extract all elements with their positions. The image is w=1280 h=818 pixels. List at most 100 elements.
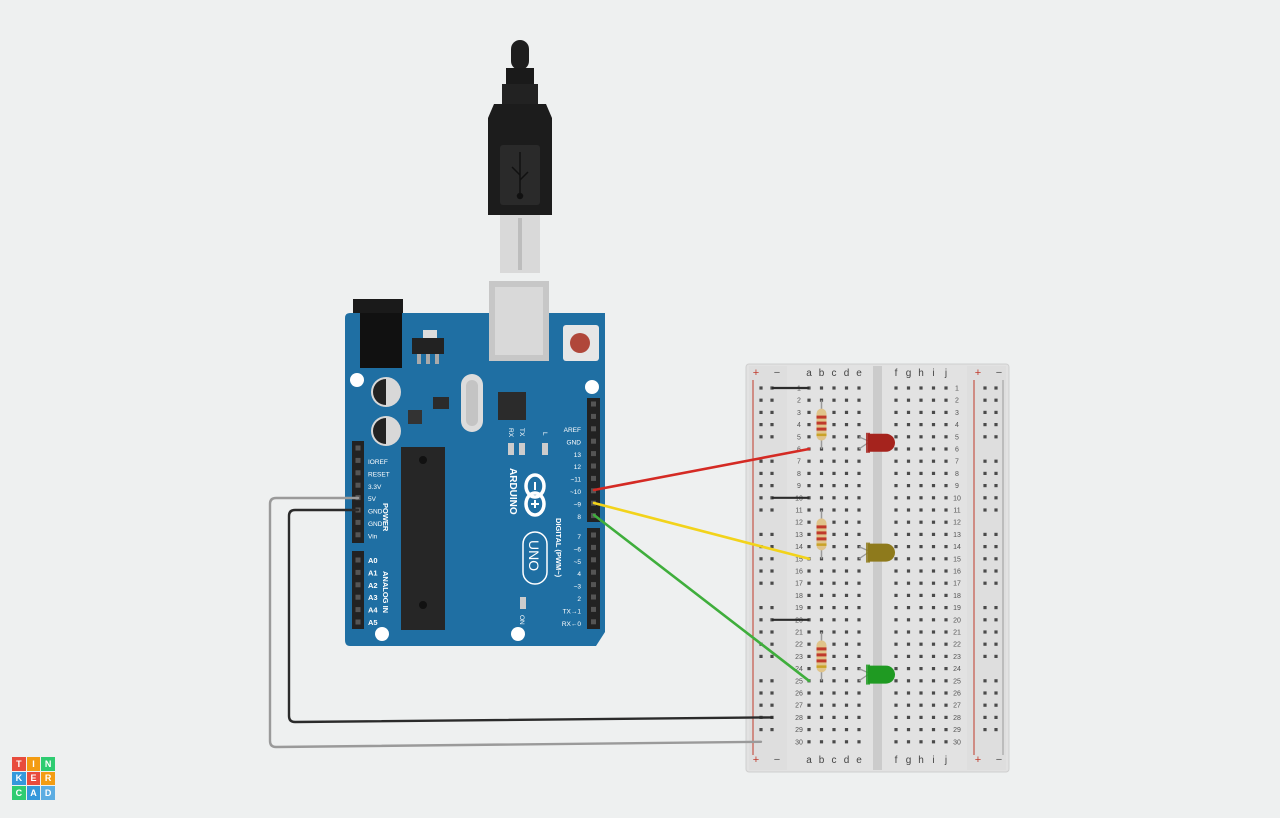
breadboard-hole[interactable]: [844, 667, 849, 671]
breadboard-hole[interactable]: [931, 630, 936, 634]
breadboard-hole[interactable]: [819, 386, 824, 390]
breadboard-hole[interactable]: [906, 484, 911, 488]
breadboard-hole[interactable]: [944, 496, 948, 500]
rail-hole[interactable]: [759, 471, 763, 475]
breadboard-hole[interactable]: [832, 618, 836, 622]
breadboard-hole[interactable]: [844, 557, 849, 561]
breadboard-hole[interactable]: [857, 569, 861, 573]
breadboard-hole[interactable]: [819, 679, 824, 683]
breadboard-hole[interactable]: [944, 386, 948, 390]
wire-gray[interactable]: [268, 496, 763, 749]
breadboard-hole[interactable]: [944, 459, 948, 463]
breadboard-hole[interactable]: [944, 654, 948, 658]
breadboard-hole[interactable]: [931, 606, 936, 610]
wire-black[interactable]: [287, 508, 774, 724]
rail-hole[interactable]: [770, 471, 774, 475]
rail-hole[interactable]: [759, 569, 763, 573]
breadboard-hole[interactable]: [857, 496, 861, 500]
rail-hole[interactable]: [770, 654, 774, 658]
resistor[interactable]: [816, 632, 827, 681]
rail-hole[interactable]: [983, 642, 987, 646]
rail-hole[interactable]: [770, 642, 774, 646]
breadboard-hole[interactable]: [944, 484, 948, 488]
breadboard-hole[interactable]: [844, 691, 849, 695]
breadboard-hole[interactable]: [931, 679, 936, 683]
breadboard-hole[interactable]: [906, 496, 911, 500]
breadboard-hole[interactable]: [944, 679, 948, 683]
breadboard-hole[interactable]: [832, 740, 836, 744]
breadboard-hole[interactable]: [844, 520, 849, 524]
breadboard-hole[interactable]: [844, 715, 849, 719]
rail-hole[interactable]: [983, 557, 987, 561]
breadboard-hole[interactable]: [807, 520, 811, 524]
breadboard-hole[interactable]: [857, 606, 861, 610]
resistor[interactable]: [816, 400, 827, 449]
breadboard-hole[interactable]: [931, 410, 936, 414]
breadboard-hole[interactable]: [844, 581, 849, 585]
breadboard-hole[interactable]: [931, 496, 936, 500]
breadboard-hole[interactable]: [894, 679, 898, 683]
breadboard-hole[interactable]: [844, 410, 849, 414]
rail-hole[interactable]: [994, 508, 998, 512]
breadboard-hole[interactable]: [919, 618, 923, 622]
breadboard-hole[interactable]: [944, 630, 948, 634]
rail-hole[interactable]: [994, 642, 998, 646]
breadboard-hole[interactable]: [894, 569, 898, 573]
breadboard[interactable]: abcdefghij+−+−abcdefghij+−+−112233445566…: [745, 363, 1010, 773]
breadboard-hole[interactable]: [894, 398, 898, 402]
rail-hole[interactable]: [983, 654, 987, 658]
breadboard-hole[interactable]: [931, 618, 936, 622]
rail-hole[interactable]: [983, 715, 987, 719]
breadboard-hole[interactable]: [807, 410, 811, 414]
breadboard-hole[interactable]: [857, 593, 861, 597]
rail-hole[interactable]: [983, 386, 987, 390]
breadboard-hole[interactable]: [857, 703, 861, 707]
header-pin[interactable]: [355, 594, 361, 600]
rail-hole[interactable]: [983, 703, 987, 707]
breadboard-hole[interactable]: [919, 484, 923, 488]
rail-hole[interactable]: [983, 398, 987, 402]
breadboard-hole[interactable]: [832, 484, 836, 488]
breadboard-hole[interactable]: [857, 642, 861, 646]
breadboard-hole[interactable]: [807, 593, 811, 597]
breadboard-hole[interactable]: [807, 728, 811, 732]
breadboard-hole[interactable]: [832, 569, 836, 573]
breadboard-hole[interactable]: [844, 728, 849, 732]
rail-hole[interactable]: [994, 484, 998, 488]
breadboard-hole[interactable]: [857, 728, 861, 732]
breadboard-hole[interactable]: [894, 703, 898, 707]
rail-hole[interactable]: [994, 435, 998, 439]
rail-hole[interactable]: [983, 484, 987, 488]
breadboard-hole[interactable]: [931, 557, 936, 561]
breadboard-hole[interactable]: [807, 484, 811, 488]
rail-hole[interactable]: [759, 459, 763, 463]
header-pin[interactable]: [355, 557, 361, 563]
header-pin[interactable]: [591, 544, 596, 550]
rail-hole[interactable]: [770, 606, 774, 610]
breadboard-hole[interactable]: [906, 459, 911, 463]
breadboard-hole[interactable]: [906, 630, 911, 634]
arduino-uno-board[interactable]: ARDUINO UNO POWER ANALOG IN DIGITAL (PWM…: [345, 281, 605, 646]
breadboard-hole[interactable]: [857, 654, 861, 658]
led-yellow[interactable]: [858, 542, 895, 563]
breadboard-hole[interactable]: [894, 484, 898, 488]
rail-hole[interactable]: [759, 703, 763, 707]
header-pin[interactable]: [355, 482, 361, 488]
rail-hole[interactable]: [770, 545, 774, 549]
wire-red[interactable]: [592, 447, 811, 492]
rail-hole[interactable]: [759, 618, 763, 622]
breadboard-hole[interactable]: [894, 545, 898, 549]
breadboard-hole[interactable]: [919, 593, 923, 597]
breadboard-hole[interactable]: [819, 740, 824, 744]
rail-hole[interactable]: [770, 581, 774, 585]
breadboard-hole[interactable]: [857, 386, 861, 390]
header-pin[interactable]: [591, 438, 596, 444]
breadboard-hole[interactable]: [919, 508, 923, 512]
rail-hole[interactable]: [983, 471, 987, 475]
rail-hole[interactable]: [994, 557, 998, 561]
breadboard-hole[interactable]: [832, 508, 836, 512]
breadboard-hole[interactable]: [906, 703, 911, 707]
breadboard-hole[interactable]: [807, 606, 811, 610]
breadboard-hole[interactable]: [894, 593, 898, 597]
